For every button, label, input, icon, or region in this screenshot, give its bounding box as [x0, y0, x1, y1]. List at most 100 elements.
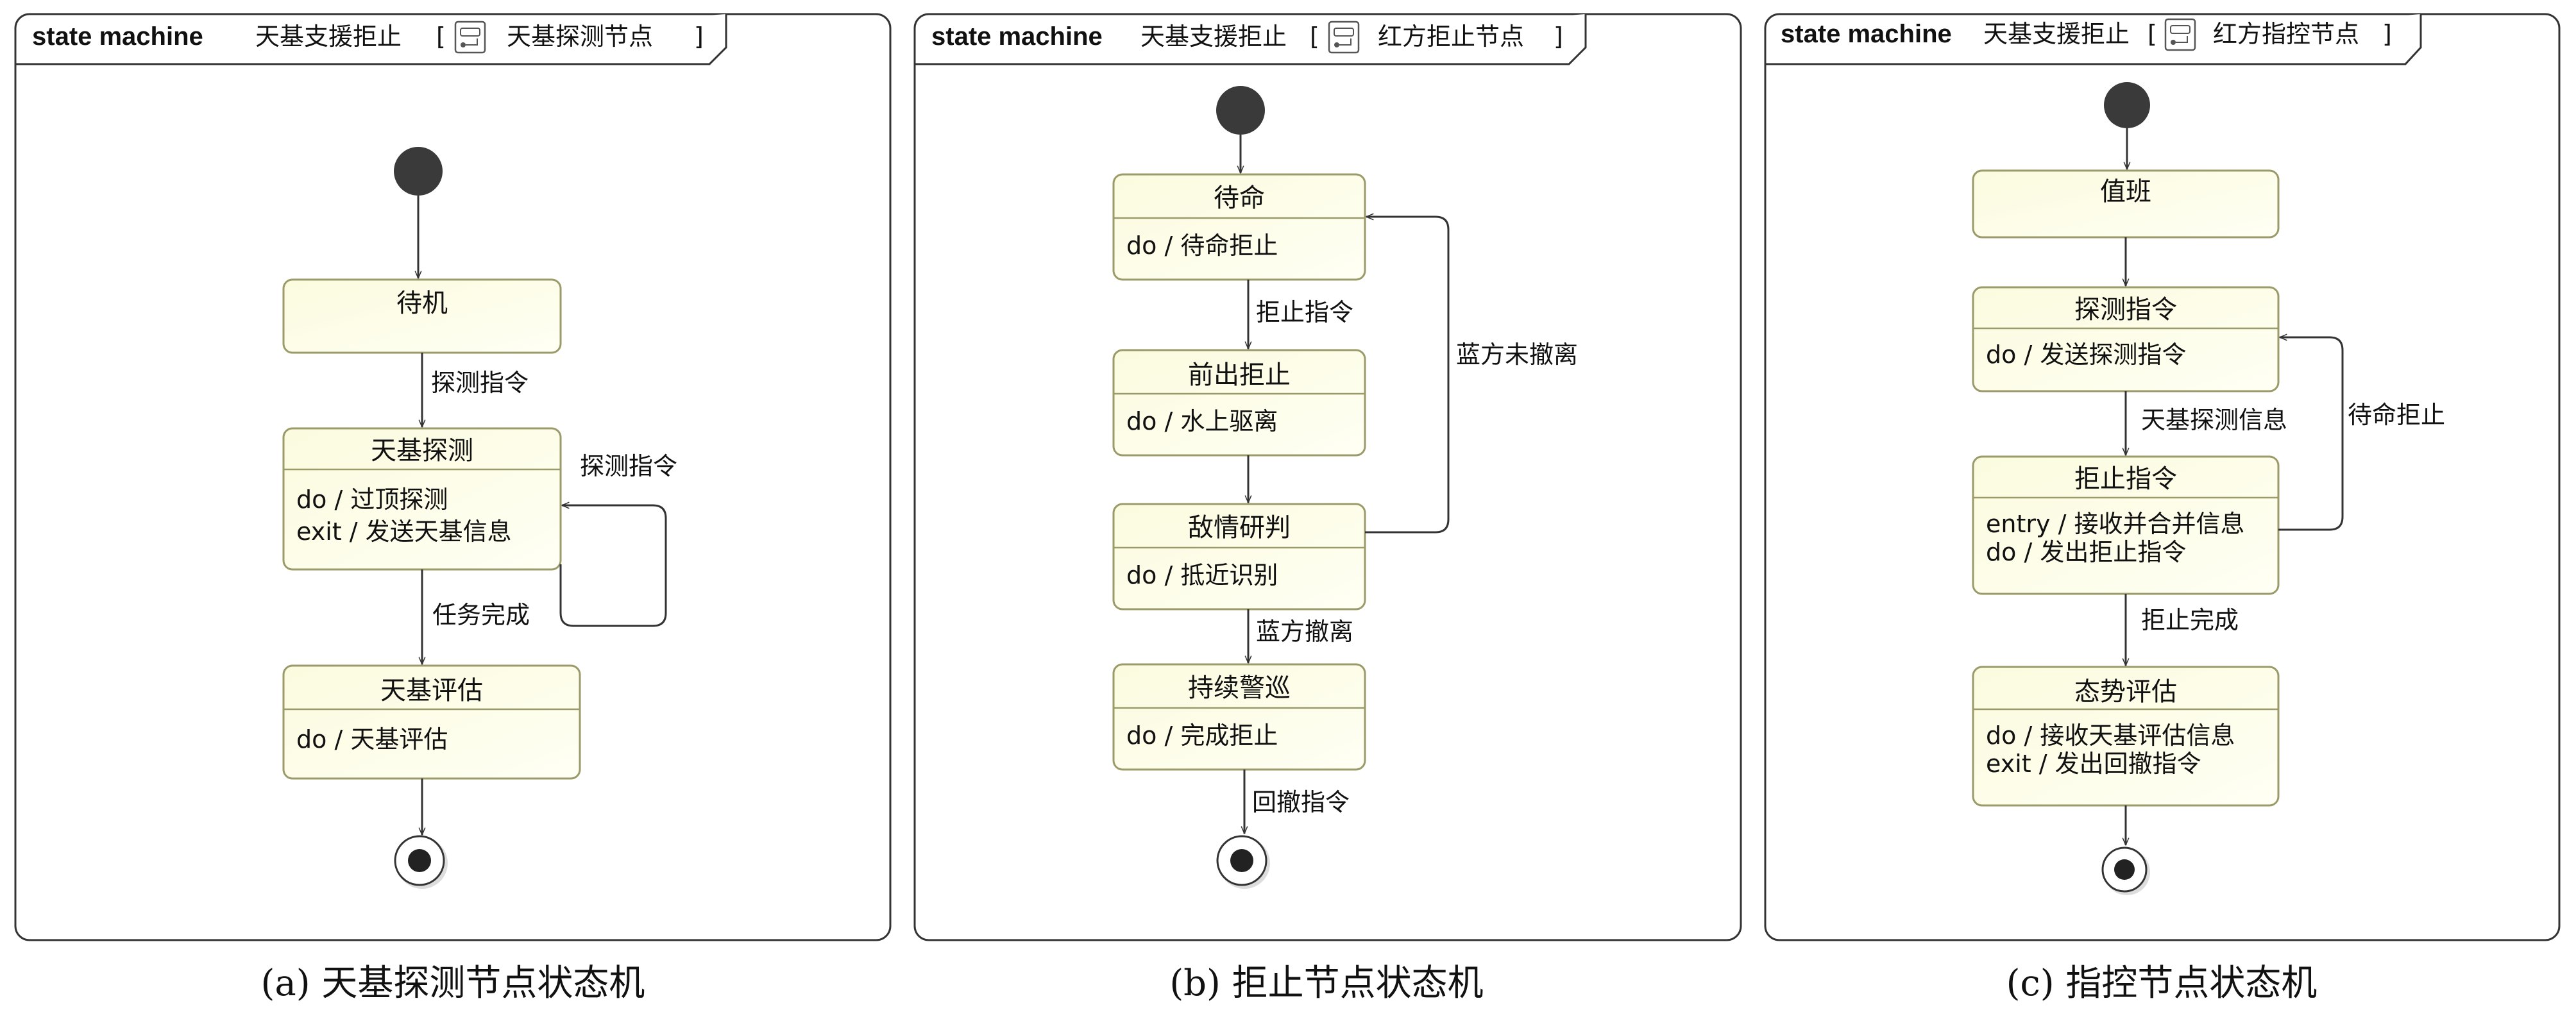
transition-loop-back	[2278, 337, 2344, 531]
state-machine-icon	[454, 21, 486, 54]
frame-keyword: state machine	[32, 22, 203, 51]
activity-text: 发出回撤指令	[2055, 750, 2201, 778]
svg-text:entry / 接收并合并信息: entry / 接收并合并信息	[1986, 510, 2244, 538]
final-state	[2101, 846, 2150, 895]
frame-tab	[1765, 14, 2422, 65]
activity-text: 接收并合并信息	[2074, 510, 2244, 538]
activity-text: 抵近识别	[1180, 561, 1278, 589]
state-zhiban: 值班	[1972, 169, 2280, 239]
frame-node-name: 红方指控节点	[2213, 20, 2359, 48]
initial-state	[2104, 82, 2150, 128]
state-qianchu: 前出拒止 do / 水上驱离	[1112, 349, 1366, 457]
frame-bracket-close: ]	[1554, 22, 1563, 51]
activity-kind: do	[1986, 538, 2016, 566]
state-diqing: 敌情研判 do / 抵近识别	[1112, 503, 1366, 610]
transition-label: 拒止指令	[1256, 298, 1353, 326]
state-name: 天基探测	[371, 436, 473, 466]
frame-title-prefix: 天基支援拒止	[1983, 20, 2130, 48]
activity-text: 发出拒止指令	[2040, 538, 2186, 566]
state-name: 前出拒止	[1188, 360, 1291, 390]
state-taishi-pinggu: 态势评估 do / 接收天基评估信息 exit / 发出回撤指令	[1972, 666, 2280, 807]
state-name: 拒止指令	[2074, 464, 2177, 494]
frame-title-prefix: 天基支援拒止	[255, 22, 402, 51]
state-machine-c: state machine 天基支援拒止 [ 红方指控节点 ] 值班 探测指令 …	[1764, 13, 2561, 1004]
transition-label: 探测指令	[580, 452, 677, 480]
frame-node-name: 红方拒止节点	[1378, 22, 1524, 51]
frame-keyword: state machine	[1781, 20, 1952, 48]
state-daiming: 待命 do / 待命拒止	[1112, 173, 1366, 281]
state-machine-icon	[1328, 21, 1360, 54]
svg-text:exit / 发出回撤指令: exit / 发出回撤指令	[1986, 750, 2201, 778]
svg-text:do / 天基评估: do / 天基评估	[296, 725, 448, 753]
state-name: 天基评估	[380, 676, 483, 705]
activity-text: 过顶探测	[350, 485, 448, 514]
activity-kind: entry	[1986, 510, 2050, 538]
activity-text: 接收天基评估信息	[2040, 721, 2235, 750]
activity-text: 天基评估	[350, 725, 448, 753]
activity-kind: do	[1126, 561, 1157, 589]
caption: (b) 拒止节点状态机	[1169, 963, 1483, 1004]
transition-self-loop	[559, 505, 667, 627]
activity-kind: exit	[296, 518, 342, 546]
transition-label: 天基探测信息	[2141, 406, 2287, 434]
state-daiji: 待机	[282, 278, 562, 354]
state-name: 态势评估	[2074, 677, 2177, 707]
state-name: 持续警巡	[1188, 673, 1291, 703]
activity-text: 发送探测指令	[2040, 341, 2186, 369]
frame-bracket-open: [	[2148, 20, 2157, 48]
frame-bracket-close: ]	[694, 22, 704, 51]
state-machine-a: state machine 天基支援拒止 [ 天基探测节点 ] 待机 探测指令 …	[14, 13, 892, 1004]
activity-kind: do	[1986, 341, 2016, 369]
frame-bracket-open: [	[436, 22, 446, 51]
transition-label: 回撤指令	[1252, 788, 1350, 816]
frame-bracket-open: [	[1310, 22, 1319, 51]
activity-kind: do	[296, 485, 326, 514]
activity-text: 发送天基信息	[366, 518, 512, 546]
activity-kind: do	[1126, 721, 1157, 750]
svg-text:do / 待命拒止: do / 待命拒止	[1126, 231, 1278, 260]
state-name: 待机	[396, 289, 448, 318]
initial-state	[394, 147, 443, 196]
svg-text:do / 水上驱离: do / 水上驱离	[1126, 407, 1278, 435]
activity-kind: do	[296, 725, 326, 753]
frame-title-prefix: 天基支援拒止	[1140, 22, 1287, 51]
svg-text:do / 发出拒止指令: do / 发出拒止指令	[1986, 538, 2186, 566]
state-name: 待命	[1214, 183, 1265, 213]
frame-node-name: 天基探测节点	[507, 22, 653, 51]
final-state	[1216, 835, 1270, 889]
activity-kind: do	[1126, 407, 1157, 435]
state-chixu: 持续警巡 do / 完成拒止	[1112, 663, 1366, 771]
activity-kind: do	[1986, 721, 2016, 750]
svg-text:do / 过顶探测: do / 过顶探测	[296, 485, 448, 514]
state-tianji-assess: 天基评估 do / 天基评估	[282, 664, 581, 780]
activity-kind: exit	[1986, 750, 2031, 778]
svg-text:exit / 发送天基信息: exit / 发送天基信息	[296, 518, 512, 546]
activity-text: 待命拒止	[1180, 231, 1278, 260]
state-machine-b: state machine 天基支援拒止 [ 红方拒止节点 ] 待命 do / …	[913, 13, 1742, 1004]
transition-label: 蓝方未撤离	[1456, 341, 1578, 369]
caption: (a) 天基探测节点状态机	[261, 963, 645, 1004]
frame-keyword: state machine	[931, 22, 1103, 51]
caption: (c) 指控节点状态机	[2006, 963, 2318, 1004]
state-machine-icon	[2164, 18, 2196, 51]
svg-text:do / 发送探测指令: do / 发送探测指令	[1986, 341, 2186, 369]
state-name: 探测指令	[2074, 295, 2177, 324]
transition-loop-back	[1365, 217, 1450, 534]
activity-kind: do	[1126, 231, 1157, 260]
transition-label: 拒止完成	[2141, 606, 2239, 634]
state-name: 值班	[2100, 177, 2151, 206]
activity-text: 完成拒止	[1180, 721, 1278, 750]
state-tianji-detect: 天基探测 do / 过顶探测 exit / 发送天基信息	[282, 427, 562, 571]
svg-text:do / 接收天基评估信息: do / 接收天基评估信息	[1986, 721, 2235, 750]
transition-label: 蓝方撤离	[1256, 618, 1353, 646]
svg-text:do / 完成拒止: do / 完成拒止	[1126, 721, 1278, 750]
initial-state	[1216, 86, 1265, 135]
state-name: 敌情研判	[1188, 513, 1291, 543]
frame-bracket-close: ]	[2382, 20, 2392, 48]
transition-label: 待命拒止	[2348, 401, 2445, 429]
frame-tab	[915, 14, 1587, 65]
state-tance-zhiling: 探测指令 do / 发送探测指令	[1972, 286, 2280, 392]
activity-text: 水上驱离	[1180, 407, 1278, 435]
final-state	[394, 835, 448, 889]
